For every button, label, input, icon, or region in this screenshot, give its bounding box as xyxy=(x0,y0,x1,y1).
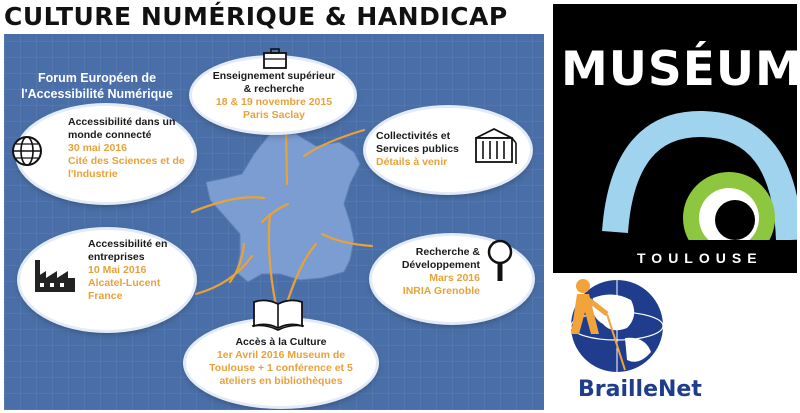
culture-date: 1er Avril 2016 Museum de xyxy=(216,349,346,361)
recherche-date: Mars 2016 xyxy=(429,272,480,284)
arrow-monde xyxy=(190,196,266,214)
arrow-culture xyxy=(267,212,278,308)
france-map xyxy=(190,124,374,308)
entreprises-place-2: France xyxy=(88,290,123,302)
entreprises-place: Alcatel-Lucent xyxy=(88,277,161,289)
blurb-entreprises: Accessibilité en entreprises 10 Mai 2016… xyxy=(88,238,192,303)
culture-place: Toulouse + 1 conférence et 5 xyxy=(209,362,353,374)
museum-eye-emblem xyxy=(602,110,797,273)
enseignement-heading-2: & recherche xyxy=(243,83,305,95)
braillenet-globe-figure xyxy=(570,279,664,372)
arrow-culture-2 xyxy=(284,242,318,308)
forum-heading: Forum Européen de l'Accessibilité Numéri… xyxy=(12,70,182,102)
braillenet-logo-word: BrailleNet xyxy=(578,377,702,402)
museum-logo-word: MUSÉUM xyxy=(561,42,797,97)
entreprises-heading: Accessibilité en xyxy=(88,238,168,250)
museum-logo-city: TOULOUSE xyxy=(637,250,763,266)
culture-place-2: ateliers en bibliothèques xyxy=(219,375,343,387)
collectivites-date: Détails à venir xyxy=(376,156,448,168)
recherche-place: INRIA Grenoble xyxy=(402,285,480,297)
factory-icon xyxy=(35,260,75,292)
entreprises-heading-2: entreprises xyxy=(88,251,145,263)
arrow-recherche xyxy=(320,232,374,248)
forum-line2: l'Accessibilité Numérique xyxy=(21,87,173,101)
magnifier-icon xyxy=(487,239,513,281)
collectivites-heading-2: Services publics xyxy=(376,143,459,155)
blurb-collectivites: Collectivités et Services publics Détail… xyxy=(376,130,472,169)
building-icon xyxy=(475,127,517,164)
blurb-monde: Accessibilité dans un monde connecté 30 … xyxy=(68,116,190,181)
museum-logo: MUSÉUM TOULOUSE xyxy=(553,4,797,273)
arrow-entreprises xyxy=(194,254,254,296)
monde-date: 30 mai 2016 xyxy=(68,142,127,154)
blurb-enseignement: Enseignement supérieur & recherche 18 & … xyxy=(200,70,348,122)
arrow-collectivites xyxy=(302,128,366,158)
monde-place: Cité des Sciences et de xyxy=(68,155,185,167)
culture-heading: Accès à la Culture xyxy=(235,336,327,348)
cloud-culture xyxy=(186,320,376,406)
france-shape xyxy=(205,133,361,283)
monde-heading-2: monde connecté xyxy=(68,129,152,141)
entreprises-date: 10 Mai 2016 xyxy=(88,264,147,276)
page-title: CULTURE NUMÉRIQUE & HANDICAP xyxy=(4,2,508,31)
enseignement-place: Paris Saclay xyxy=(243,109,305,121)
monde-heading: Accessibilité dans un xyxy=(68,116,176,128)
forum-line1: Forum Européen de xyxy=(37,71,157,85)
blurb-culture: Accès à la Culture 1er Avril 2016 Museum… xyxy=(188,336,374,388)
monde-place-2: l'Industrie xyxy=(68,168,118,180)
blurb-recherche: Recherche & Développement Mars 2016 INRI… xyxy=(382,246,480,298)
arrow-inner-2 xyxy=(228,242,246,284)
arrow-enseignement xyxy=(284,124,289,186)
briefcase-icon xyxy=(263,48,287,69)
map-panel: Forum Européen de l'Accessibilité Numéri… xyxy=(4,34,544,410)
enseignement-heading: Enseignement supérieur xyxy=(212,70,336,82)
book-icon xyxy=(251,299,305,331)
connector-arrows xyxy=(190,124,374,308)
enseignement-date: 18 & 19 novembre 2015 xyxy=(215,96,333,108)
braillenet-logo: BrailleNet xyxy=(553,276,797,410)
recherche-heading-2: Développement xyxy=(401,259,480,271)
recherche-heading: Recherche & xyxy=(415,246,480,258)
cloud-enseignement xyxy=(192,58,354,132)
globe-icon xyxy=(12,136,42,166)
cloud-monde xyxy=(18,106,194,202)
arrow-inner-1 xyxy=(260,202,290,224)
collectivites-heading: Collectivités et xyxy=(376,130,451,142)
